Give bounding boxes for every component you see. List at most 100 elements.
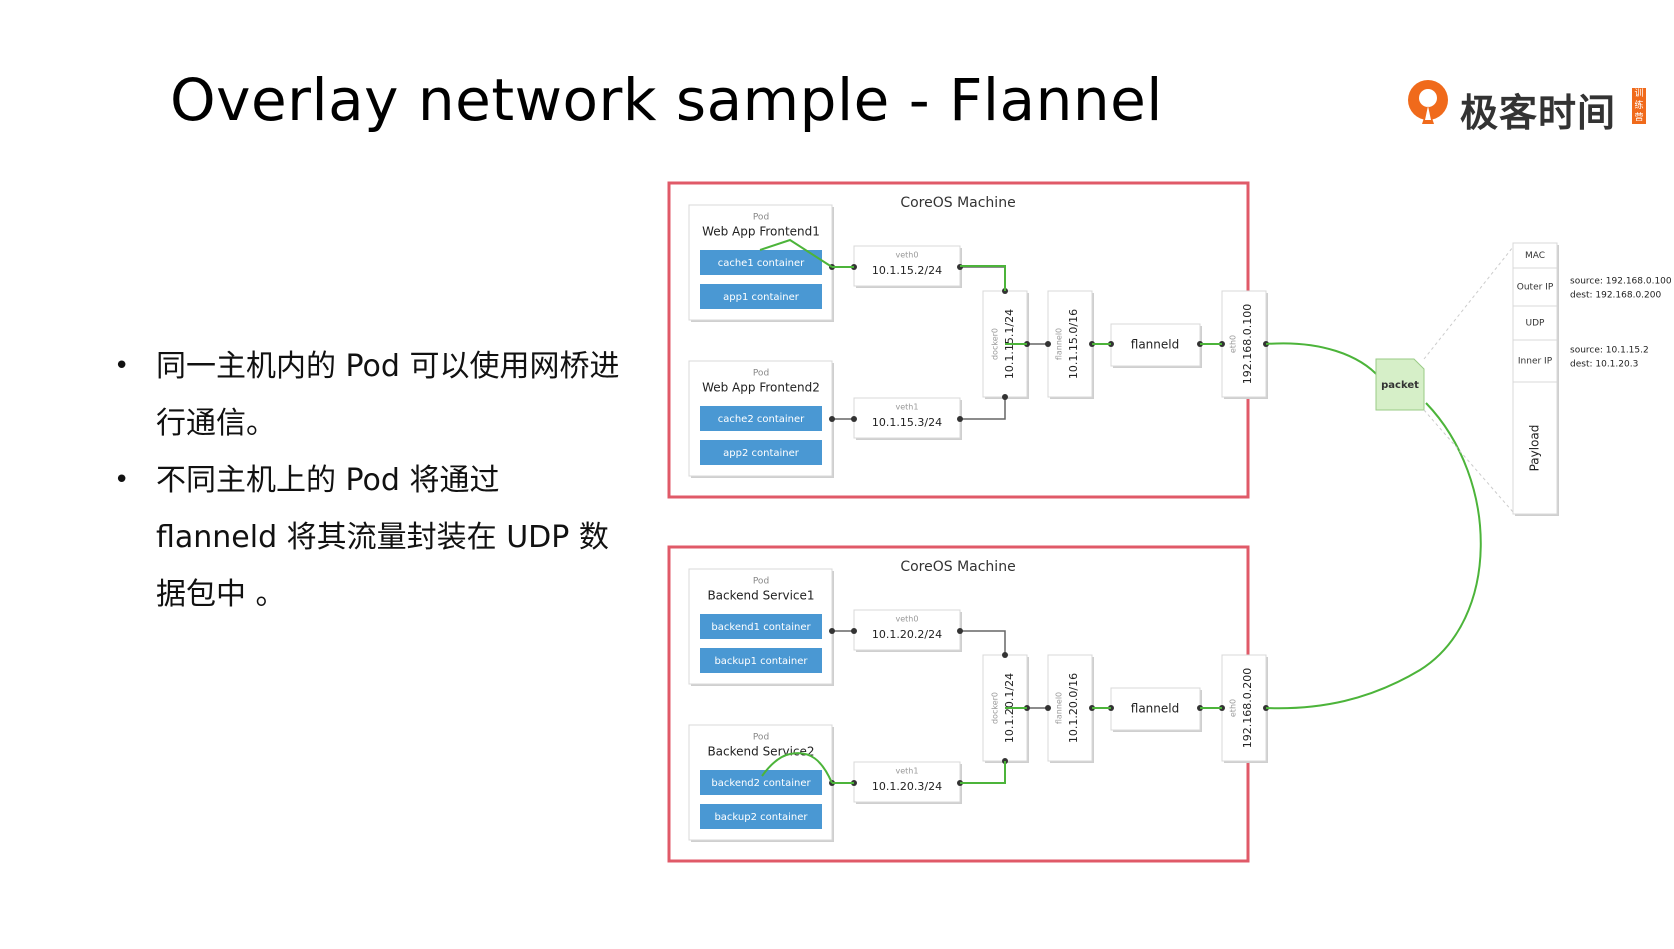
connector-dot [1045, 341, 1051, 347]
container-label: app1 container [723, 292, 800, 303]
connector-dot [1002, 394, 1008, 400]
eth-name: eth0 [1229, 699, 1238, 717]
connector-dot [957, 416, 963, 422]
connector-dot [1045, 705, 1051, 711]
container-label: backend1 container [711, 622, 811, 633]
eth-ip: 192.168.0.100 [1241, 304, 1254, 384]
eth-name: eth0 [1229, 335, 1238, 353]
container-box [700, 648, 822, 673]
pod-name: Web App Frontend2 [702, 381, 820, 395]
link-line [960, 265, 1006, 291]
connector-dot [1002, 652, 1008, 658]
bullet-text: 不同主机上的 Pod 将通过 flanneld 将其流量封装在 UDP 数据包中… [156, 463, 609, 612]
page-title: Overlay network sample - Flannel [170, 66, 1163, 134]
eth-ip: 192.168.0.200 [1241, 668, 1254, 748]
eth-box [1221, 654, 1267, 762]
container-label: backup1 container [714, 656, 808, 667]
outer-ip-source: source: 192.168.0.100 [1570, 277, 1672, 287]
connector-dot [851, 628, 857, 634]
container-box [700, 614, 822, 639]
inner-ip-dest: dest: 10.1.20.3 [1570, 360, 1638, 370]
flannel-if-ip: 10.1.15.0/16 [1067, 309, 1080, 379]
veth-name: veth0 [896, 615, 919, 624]
container-box [700, 406, 822, 431]
container-box [700, 284, 822, 309]
bullet-dot: • [114, 351, 130, 381]
link-line [761, 752, 833, 784]
container-label: backup2 container [714, 812, 808, 823]
machine-title: CoreOS Machine [900, 195, 1015, 211]
pod-label: Pod [753, 577, 769, 587]
container-label: cache2 container [718, 414, 805, 425]
machine-title: CoreOS Machine [900, 559, 1015, 575]
connector-line [960, 630, 1006, 655]
container-label: cache1 container [718, 258, 805, 269]
veth-box [853, 609, 961, 651]
veth-ip: 10.1.20.3/24 [872, 780, 942, 793]
packet-field-payload: Payload [1528, 425, 1542, 472]
veth-name: veth1 [896, 767, 919, 776]
connector-line [960, 266, 1006, 291]
brand-logo: 极客时间 训练营 [1404, 76, 1654, 136]
docker-name: docker0 [991, 692, 1000, 724]
veth-ip: 10.1.15.3/24 [872, 416, 942, 429]
packet-label: packet [1381, 380, 1419, 391]
veth-ip: 10.1.20.2/24 [872, 628, 942, 641]
logo-text: 极客时间 [1460, 91, 1617, 135]
container-box [700, 440, 822, 465]
veth-box [853, 397, 961, 439]
pod-label: Pod [753, 369, 769, 379]
link-line [960, 761, 1006, 784]
packet-field: UDP [1526, 319, 1546, 329]
container-box [700, 804, 822, 829]
flannel-if-name: flannel0 [1055, 692, 1064, 724]
container-box [700, 250, 822, 275]
link-line [1265, 342, 1381, 379]
bullet-item: • 同一主机内的 Pod 可以使用网桥进行通信。 [112, 338, 626, 452]
link-line [1265, 402, 1482, 710]
pod-name: Backend Service2 [707, 745, 814, 759]
logo-icon [1408, 80, 1448, 124]
connector-dot [829, 416, 835, 422]
guide-line [1423, 246, 1514, 360]
flannel-if-name: flannel0 [1055, 328, 1064, 360]
bullet-list: • 同一主机内的 Pod 可以使用网桥进行通信。 • 不同主机上的 Pod 将通… [112, 338, 620, 623]
pod-label: Pod [753, 213, 769, 223]
guide-line [1423, 409, 1514, 513]
flanneld-label: flanneld [1131, 338, 1179, 352]
link-line [759, 238, 833, 268]
flanneld-box [1110, 323, 1201, 367]
veth-box [853, 245, 961, 287]
container-box [700, 770, 822, 795]
bullet-dot: • [114, 465, 130, 495]
veth-name: veth1 [896, 403, 919, 412]
packet-field: Outer IP [1517, 283, 1554, 293]
connector-dot [829, 628, 835, 634]
connector-dot [957, 628, 963, 634]
flannel-if-box [1047, 290, 1093, 398]
bullet-text: 同一主机内的 Pod 可以使用网桥进行通信。 [156, 349, 620, 441]
connector-line [960, 397, 1006, 420]
flannel-if-ip: 10.1.20.0/16 [1067, 673, 1080, 743]
bullet-item: • 不同主机上的 Pod 将通过 flanneld 将其流量封装在 UDP 数据… [112, 452, 626, 623]
docker-name: docker0 [991, 328, 1000, 360]
packet-field: Inner IP [1518, 357, 1553, 367]
connector-dot [851, 416, 857, 422]
veth-ip: 10.1.15.2/24 [872, 264, 942, 277]
container-label: backend2 container [711, 778, 811, 789]
pod-name: Backend Service1 [707, 589, 814, 603]
outer-ip-dest: dest: 192.168.0.200 [1570, 291, 1661, 301]
veth-name: veth0 [896, 251, 919, 260]
packet-icon [1375, 358, 1425, 411]
pod-label: Pod [753, 733, 769, 743]
eth-box [1221, 290, 1267, 398]
pod-name: Web App Frontend1 [702, 225, 820, 239]
inner-ip-source: source: 10.1.15.2 [1570, 346, 1649, 356]
packet-field: MAC [1525, 251, 1545, 261]
flanneld-label: flanneld [1131, 702, 1179, 716]
packet-header-box [1512, 242, 1558, 515]
container-label: app2 container [723, 448, 800, 459]
logo-tag: 训练营 [1632, 88, 1646, 124]
flanneld-box [1110, 687, 1201, 731]
